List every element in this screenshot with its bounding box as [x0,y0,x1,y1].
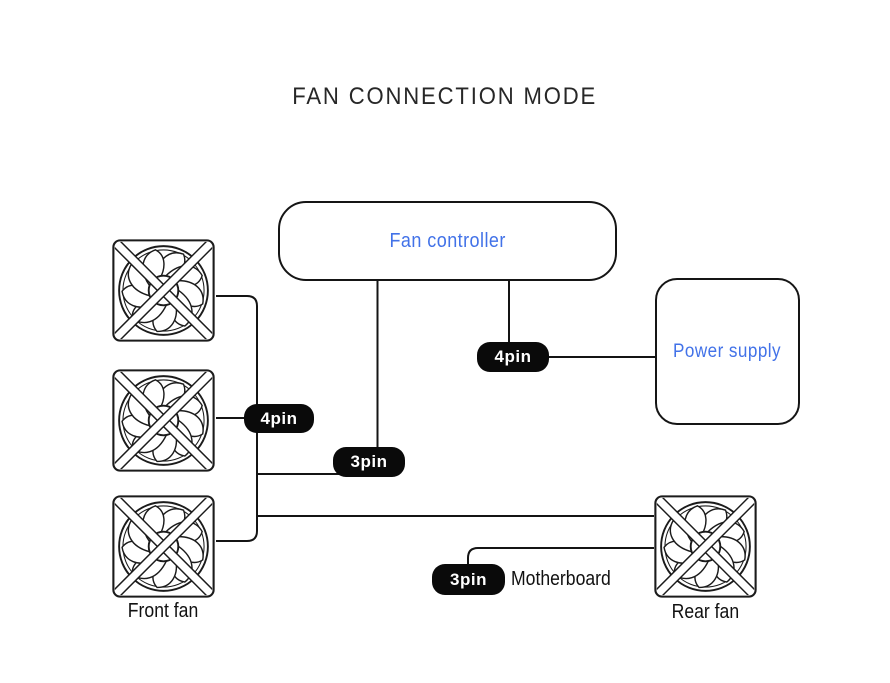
fan-controller-label: Fan controller [389,229,506,252]
pin-badge-label: 4pin [260,408,298,428]
power-supply-label: Power supply [673,340,782,362]
rear-fan-caption: Rear fan [671,601,740,623]
rear-fan-icon [653,494,758,599]
wire-rear-fan-to-motherboard [467,547,654,567]
fan-controller-box: Fan controller [278,201,617,281]
pin-badge-label: 3pin [450,569,487,589]
pin-badge-front-chain-4pin: 4pin [244,404,314,433]
pin-badge-label: 4pin [494,347,532,366]
pin-badge-motherboard-3pin: 3pin [432,564,505,595]
front-fan-icon-1 [111,238,216,343]
pin-badge-power-4pin: 4pin [477,342,549,372]
front-fan-icon-3 [111,494,216,599]
front-fan-icon-2 [111,368,216,473]
power-supply-box: Power supply [655,278,800,425]
pin-badge-label: 3pin [350,452,388,471]
front-fan-caption: Front fan [128,600,199,622]
pin-badge-controller-3pin: 3pin [333,447,405,477]
motherboard-label: Motherboard [511,568,611,590]
page-title: FAN CONNECTION MODE [292,83,598,110]
